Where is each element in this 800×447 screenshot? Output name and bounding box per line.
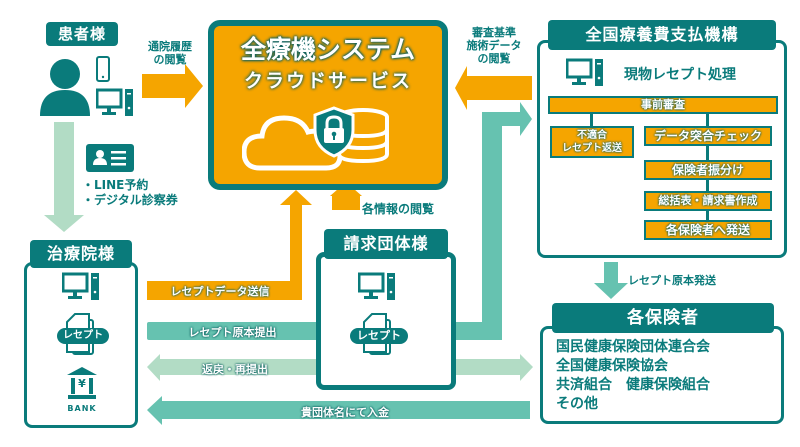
- clinic-title: 治療院様: [30, 240, 132, 268]
- flow-receipt-original-submit-label: レセプト原本提出: [188, 326, 277, 339]
- arrow-org-to-cloud: [455, 66, 532, 110]
- patient-services: ・LINE予約 ・デジタル診察券: [82, 178, 178, 208]
- cloud-system-title: 全療機システム: [240, 35, 416, 64]
- desktop-computer-icon: [358, 272, 395, 300]
- step-send: 各保険者へ発送: [644, 220, 772, 240]
- step-summary: 総括表・請求書作成: [644, 191, 772, 211]
- smartphone-icon: [96, 56, 110, 82]
- connector-line: [590, 112, 593, 126]
- flow-payment-label: 貴団体名にて入金: [301, 406, 389, 419]
- patient-to-cloud-label: 通院履歴 の閲覧: [138, 40, 202, 66]
- person-icon: [40, 59, 90, 116]
- flow-return-resubmit-label: 返戻・再提出: [202, 363, 268, 376]
- cloud-system-subtitle: クラウドサービス: [243, 70, 412, 92]
- insurers-panel: [540, 326, 784, 424]
- billing-view-label: 各情報の閲覧: [362, 202, 435, 216]
- id-card-icon: [86, 144, 134, 172]
- clinic-receipt-badge: レセプト: [63, 330, 103, 341]
- desktop-computer-icon: [96, 88, 133, 116]
- insurer-item: その他: [556, 396, 598, 412]
- arrow-patient-to-clinic: [44, 122, 84, 232]
- billing-receipt-badge: レセプト: [357, 329, 401, 342]
- label-line: 通院履歴: [148, 40, 192, 53]
- step-pre-review: 事前審査: [548, 96, 778, 114]
- step-text: レセプト返送: [562, 143, 622, 154]
- service-line-digital-card: ・デジタル診察券: [82, 193, 178, 207]
- label-line: 審査基準: [472, 26, 516, 39]
- insurer-item: 国民健康保険団体連合会: [556, 339, 710, 355]
- label-line: の閲覧: [477, 52, 511, 65]
- receipt-document-icon: [57, 313, 109, 355]
- step-reject-return: 不適合 レセプト返送: [550, 126, 634, 158]
- patient-title: 患者様: [46, 22, 118, 46]
- receipt-document-icon: [350, 313, 408, 355]
- insurers-title: 各保険者: [552, 303, 774, 333]
- arrow-org-to-insurers: [594, 262, 628, 299]
- insurers-list: 国民健康保険団体連合会 全国健康保険協会 共済組合 健康保険組合 その他: [556, 338, 710, 414]
- cloud-system-panel: 全療機システム クラウドサービス: [208, 20, 448, 190]
- desktop-computer-icon: [566, 58, 603, 86]
- step-data-check: データ突合チェック: [644, 126, 772, 146]
- bank-label: BANK: [67, 404, 97, 413]
- arrow-receipt-data-send: [147, 190, 312, 300]
- bank-icon: [67, 367, 97, 399]
- arrow-billing-to-org: [320, 102, 532, 340]
- billing-group-title: 請求団体様: [324, 229, 448, 259]
- org-to-insurers-label: レセプト原本発送: [628, 274, 716, 287]
- flow-receipt-data-send-label: レセプトデータ送信: [170, 285, 270, 298]
- label-line: 施術データ: [466, 39, 522, 52]
- bar-receipt-original-submit: [147, 322, 322, 340]
- desktop-computer-icon: [62, 272, 99, 300]
- arrow-payment: [147, 396, 530, 425]
- insurer-item: 全国健康保険協会: [556, 358, 668, 374]
- shield-lock-icon: [313, 106, 355, 158]
- insurer-item: 共済組合 健康保険組合: [556, 377, 710, 393]
- label-line: の閲覧: [153, 53, 187, 66]
- service-line-reservation: ・LINE予約: [82, 178, 149, 192]
- step-text: 不適合: [577, 130, 607, 141]
- org-to-cloud-label: 審査基準 施術データ の閲覧: [462, 26, 526, 65]
- step-insurer-sort: 保険者振分け: [644, 160, 772, 180]
- organization-subtitle: 現物レセプト処理: [624, 67, 736, 83]
- yen-symbol: ¥: [78, 377, 86, 390]
- organization-title: 全国療養費支払機構: [548, 20, 776, 50]
- arrow-patient-to-cloud: [142, 64, 203, 108]
